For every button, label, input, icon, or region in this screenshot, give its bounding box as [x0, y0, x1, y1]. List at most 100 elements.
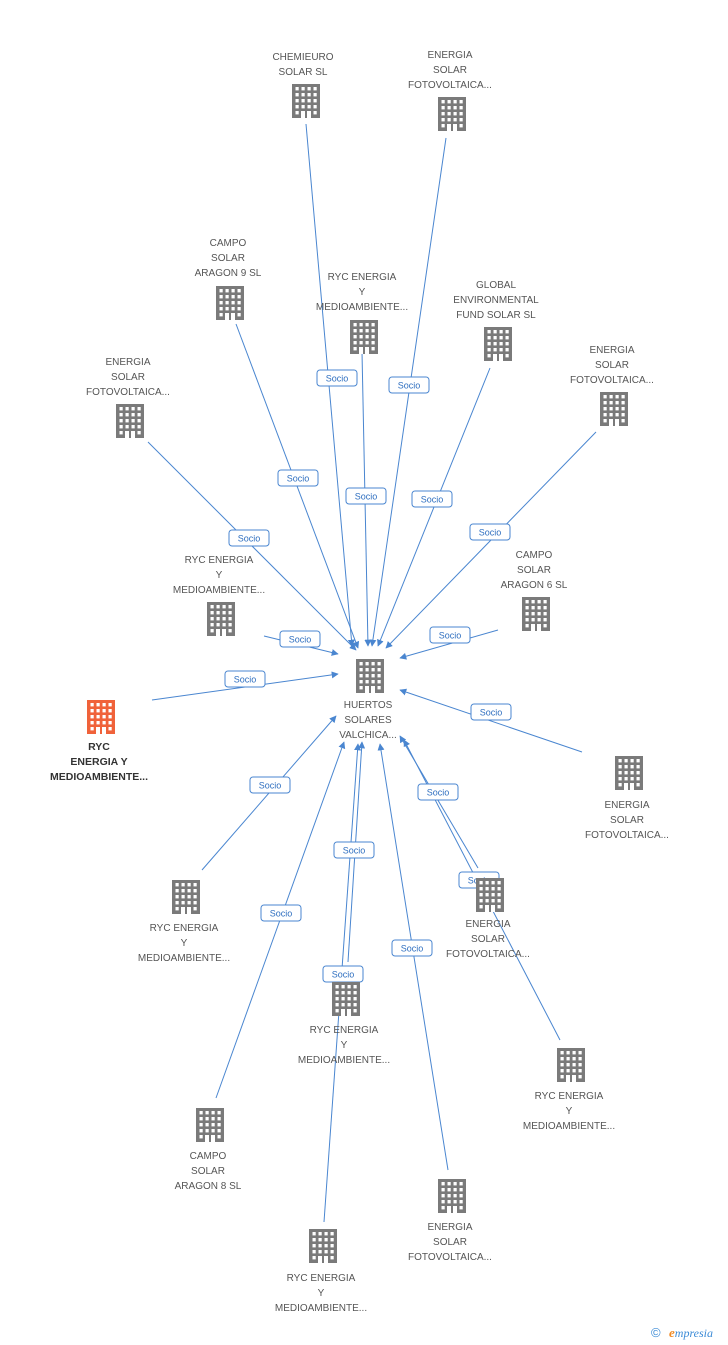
building-icon-window [335, 1009, 339, 1013]
building-icon-window [237, 301, 241, 305]
building-icon-window [537, 618, 541, 622]
building-icon-window [615, 407, 619, 411]
edge-label-n16[interactable]: Socio [260, 904, 302, 922]
building-icon-window [217, 1135, 221, 1139]
node-label-n14-line: MEDIOAMBIENTE... [298, 1055, 390, 1066]
building-icon-window [497, 887, 501, 891]
building-icon-window [572, 1057, 576, 1061]
edge-label-text: Socio [398, 381, 421, 391]
node-label-n10-line: ENERGIA Y [70, 756, 127, 768]
building-icon-window [636, 765, 640, 769]
building-icon-window [603, 395, 607, 399]
node-label-n3-line: ARAGON 9 SL [195, 268, 262, 279]
building-icon-window [453, 118, 457, 122]
edge-label-n2[interactable]: Socio [388, 376, 430, 394]
building-icon-window [353, 323, 357, 327]
building-icon-window [479, 881, 483, 885]
building-icon-window [211, 1111, 215, 1115]
building-icon-window [312, 1256, 316, 1260]
building-icon-window [572, 1063, 576, 1067]
edge-label-n9[interactable]: Socio [429, 626, 471, 644]
node-label-n9-line: ARAGON 6 SL [501, 580, 568, 591]
edge-label-n13[interactable]: Socio [417, 783, 459, 801]
node-label-n2-line: FOTOVOLTAICA... [408, 80, 492, 91]
empresia-logo[interactable]: empresia [669, 1325, 713, 1341]
edge-label-n3[interactable]: Socio [277, 469, 319, 487]
building-icon-window [96, 721, 100, 725]
edge-label-n14[interactable]: Socio [333, 841, 375, 859]
edge-label-n5[interactable]: Socio [411, 490, 453, 508]
node-label-n14-line: Y [341, 1040, 348, 1051]
building-icon-window [371, 341, 375, 345]
node-label-n1-line: SOLAR SL [279, 67, 328, 78]
building-icon-window [353, 335, 357, 339]
edge-label-n4[interactable]: Socio [345, 487, 387, 505]
edge-label-text: Socio [270, 909, 293, 919]
building-icon-window [347, 997, 351, 1001]
building-icon-window [313, 99, 317, 103]
building-icon-window [131, 425, 135, 429]
building-icon-window [330, 1244, 334, 1248]
building-icon-window [479, 905, 483, 909]
node-label-n12-line: MEDIOAMBIENTE... [138, 953, 230, 964]
building-icon-window [497, 899, 501, 903]
building-icon-window [487, 342, 491, 346]
building-icon-window [621, 413, 625, 417]
node-label-n17-line: ENERGIA [427, 1222, 472, 1233]
center-building-icon-window [371, 674, 375, 678]
edge-label-n11[interactable]: Socio [470, 703, 512, 721]
building-icon-window [237, 313, 241, 317]
building-icon-window [371, 335, 375, 339]
building-icon-window [621, 407, 625, 411]
building-icon-window [621, 395, 625, 399]
building-icon-window [187, 889, 191, 893]
building-icon-window [618, 759, 622, 763]
building-icon-window [531, 606, 535, 610]
edge-label-n7[interactable]: Socio [228, 529, 270, 547]
edge-label-n18[interactable]: Socio [322, 965, 364, 983]
node-label-n5-line: FUND SOLAR SL [456, 310, 536, 321]
edge-label-n6[interactable]: Socio [469, 523, 511, 541]
building-icon-door-split [489, 905, 491, 912]
building-icon-window [525, 612, 529, 616]
center-building-icon [356, 659, 384, 693]
building-icon-window [312, 1232, 316, 1236]
building-icon-window [505, 348, 509, 352]
building-icon-window [96, 715, 100, 719]
edge-label-n10[interactable]: Socio [224, 670, 266, 688]
building-icon-window [618, 777, 622, 781]
edge-label-n12[interactable]: Socio [249, 776, 291, 794]
building-icon-window [441, 100, 445, 104]
building-icon-window [453, 1188, 457, 1192]
building-icon-window [371, 347, 375, 351]
building-icon-window [228, 617, 232, 621]
edge-label-n8[interactable]: Socio [279, 630, 321, 648]
building-icon-window [228, 605, 232, 609]
edge-label-n17[interactable]: Socio [391, 939, 433, 957]
edge-label-box [345, 487, 387, 505]
building-icon-window [181, 901, 185, 905]
building-icon-window [318, 1232, 322, 1236]
edge-label-n1[interactable]: Socio [316, 369, 358, 387]
